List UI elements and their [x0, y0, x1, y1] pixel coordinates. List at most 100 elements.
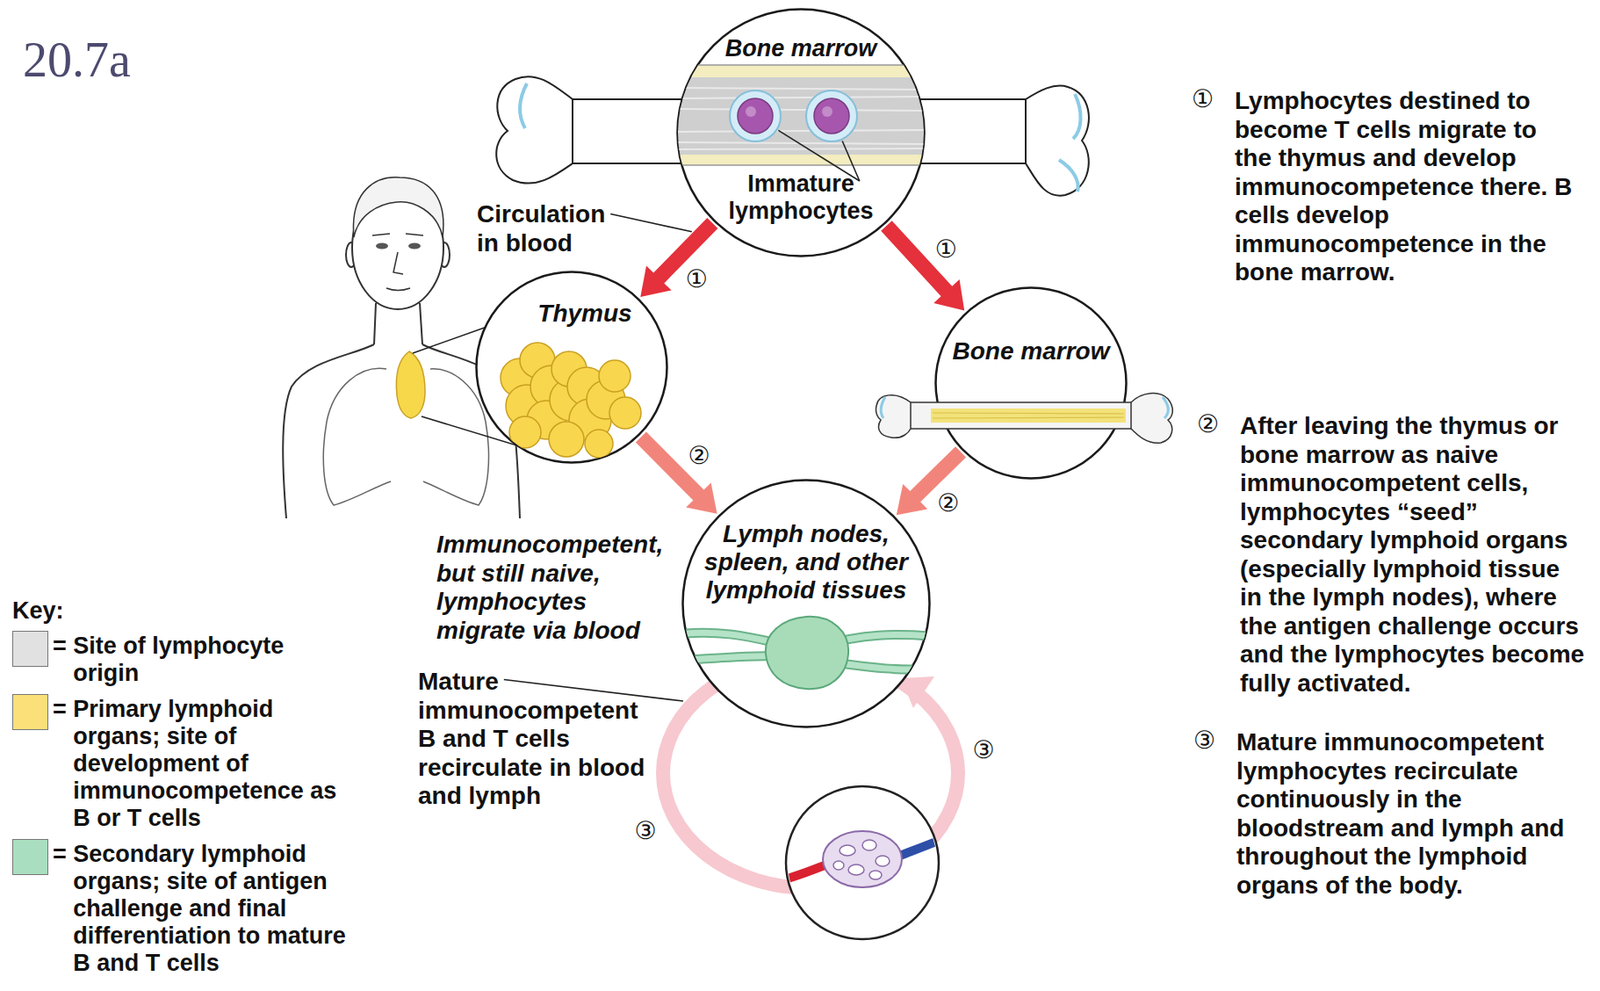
bone-head: [1131, 393, 1173, 444]
cell-halo: [806, 90, 858, 142]
venule: [897, 837, 945, 857]
step-number: ③: [1192, 726, 1217, 756]
bone-wall: [667, 64, 940, 78]
migration-arrow: [880, 220, 965, 310]
lobe: [509, 416, 541, 448]
callout-text: Immunocompetent, but still naive, lympho…: [436, 530, 674, 645]
circle-outline: [934, 286, 1128, 480]
organ-circle: Bone marrow: [934, 286, 1128, 480]
cell-highlight: [821, 106, 833, 117]
cell-body: [737, 98, 773, 134]
step-text: Mature immunocompetent lymphocytes recir…: [1236, 727, 1579, 900]
callout-text: Circulation in blood: [476, 200, 618, 258]
net-gap: [839, 844, 856, 856]
small-bone: [875, 393, 1173, 444]
lymphocyte: [729, 90, 781, 142]
marrow: [667, 77, 940, 155]
bone-head: [875, 395, 911, 439]
net-gap: [848, 864, 865, 875]
bone-edge: [667, 64, 940, 166]
organ-label: Lymph nodes, spleen, and other lymphoid …: [696, 519, 916, 605]
organ-label: Bone marrow: [943, 337, 1119, 366]
figure-number: 20.7a: [22, 33, 131, 88]
marrow-streak: [932, 412, 1125, 419]
legend-swatch: [12, 838, 49, 875]
cell-label: Immature lymphocytes: [706, 170, 896, 225]
leader-line: [778, 129, 860, 181]
circle-outline: [476, 272, 668, 463]
legend-row: = Secondary lymphoid organs; site of ant…: [12, 840, 355, 977]
legend-row: = Primary lymphoid organs; site of devel…: [12, 695, 355, 832]
lung-outline: [323, 367, 391, 505]
cell-highlight: [745, 106, 757, 117]
step-number: ①: [1190, 85, 1215, 115]
lymph-node: [765, 616, 849, 689]
eye: [375, 243, 389, 250]
thymus-lobes: [500, 342, 642, 458]
capillary-net: [822, 830, 902, 887]
migration-arrow: [635, 432, 718, 514]
capillary-inset: [781, 785, 945, 939]
loop-arrowhead: [900, 676, 935, 708]
net-gap: [833, 860, 844, 870]
bone-wall: [667, 154, 940, 166]
lobe: [598, 360, 631, 392]
migration-arrow: [640, 217, 718, 297]
bone-head: [496, 76, 573, 184]
legend-swatch: [12, 693, 49, 730]
legend-row: = Site of lymphocyte origin: [12, 632, 355, 687]
step-number: ②: [936, 489, 960, 519]
capillary-bed: [781, 830, 945, 887]
legend-text: = Secondary lymphoid organs; site of ant…: [52, 840, 355, 977]
step-number: ①: [934, 234, 959, 264]
organ-circle: Lymph nodes, spleen, and other lymphoid …: [681, 478, 931, 728]
hair: [353, 177, 443, 238]
thymus-small: [396, 351, 426, 419]
capillary-circle: [785, 785, 939, 939]
net-gap: [862, 839, 877, 851]
marrow-streak: [676, 87, 931, 150]
step-text: Lymphocytes destined to become T cells m…: [1234, 86, 1576, 288]
step-text: After leaving the thymus or bone marrow …: [1239, 411, 1587, 698]
cartilage-line: [1059, 159, 1079, 192]
legend-text: = Primary lymphoid organs; site of devel…: [52, 695, 355, 832]
arteriole: [781, 864, 828, 880]
mouth: [386, 288, 411, 291]
lobe: [548, 421, 584, 457]
net-gap: [875, 855, 890, 866]
cartilage-line: [1162, 396, 1168, 419]
nose: [393, 252, 404, 274]
bone-shaft: [908, 402, 1133, 429]
step-number: ②: [686, 440, 711, 470]
net-gap: [869, 870, 882, 880]
eyebrow: [372, 233, 424, 236]
cartilage-line: [519, 83, 527, 129]
callout-text: Mature immunocompetent B and T cells rec…: [418, 667, 652, 811]
cartilage-line: [1073, 93, 1082, 139]
lymph-node-art: [676, 616, 940, 689]
step-number: ②: [1196, 410, 1220, 440]
eye: [408, 243, 421, 250]
leader-line: [842, 141, 860, 182]
lymphocyte: [806, 90, 858, 142]
circle-outline: [683, 480, 930, 728]
bone-head: [1025, 86, 1089, 196]
marrow-stripe: [930, 408, 1126, 423]
organ-label: Thymus: [523, 299, 647, 328]
marrow-cavity: [667, 64, 940, 166]
step-number: ③: [633, 816, 657, 846]
legend-swatch: [12, 630, 49, 667]
step-number: ③: [971, 735, 995, 765]
leader-line: [610, 214, 692, 232]
lobe: [584, 429, 613, 458]
lobe: [609, 396, 642, 429]
legend-text: = Site of lymphocyte origin: [52, 632, 355, 687]
cell-halo: [729, 90, 781, 142]
legend-list: = Site of lymphocyte origin = Primary lym…: [12, 632, 355, 986]
circle-outline: [936, 288, 1127, 479]
cell-body: [814, 98, 850, 134]
cartilage-line: [880, 396, 886, 419]
organ-label: Bone marrow: [704, 35, 898, 63]
